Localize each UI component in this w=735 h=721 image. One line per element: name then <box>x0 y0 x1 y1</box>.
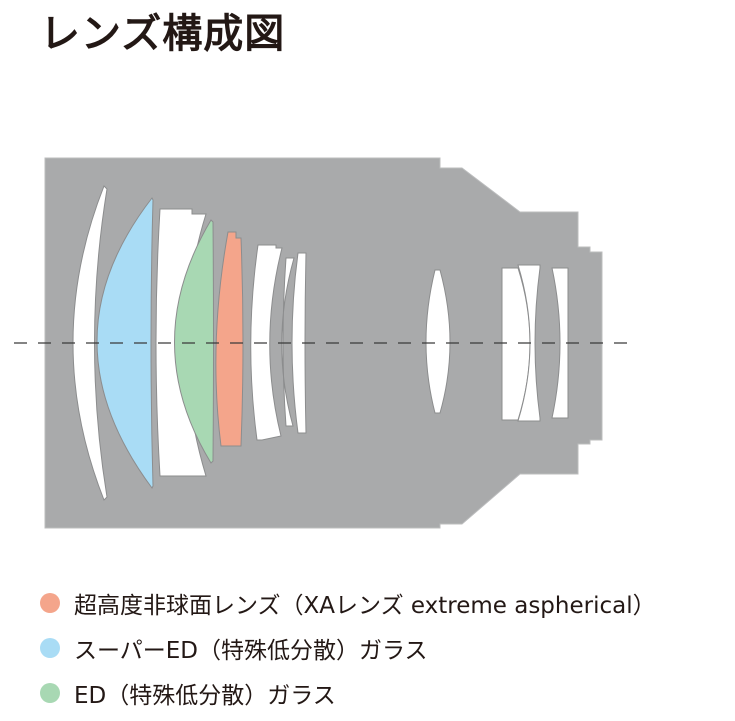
lens-element-8 <box>291 252 307 434</box>
lens-element-12 <box>551 267 569 419</box>
legend-item-super-ed: スーパーED（特殊低分散）ガラス <box>40 625 656 670</box>
legend-swatch-ed <box>40 682 60 703</box>
legend-label-super-ed: スーパーED（特殊低分散）ガラス <box>74 637 428 664</box>
legend-item-ed: ED（特殊低分散）ガラス <box>40 670 656 715</box>
lens-element-9 <box>425 269 451 414</box>
lens-element-4-ed <box>174 219 214 464</box>
legend-swatch-super-ed <box>40 637 60 658</box>
legend-label-xa: 超高度非球面レンズ（XAレンズ extreme aspherical） <box>74 592 656 619</box>
lens-construction-diagram <box>14 157 635 529</box>
lens-element-11 <box>517 264 541 422</box>
legend: 超高度非球面レンズ（XAレンズ extreme aspherical） スーパー… <box>40 580 656 715</box>
page-title: レンズ構成図 <box>40 11 286 57</box>
legend-label-ed: ED（特殊低分散）ガラス <box>74 682 336 709</box>
lens-element-5-xa <box>215 231 244 447</box>
lens-element-2-super-ed <box>96 197 154 489</box>
lens-element-7 <box>281 257 295 427</box>
legend-item-xa-aspherical: 超高度非球面レンズ（XAレンズ extreme aspherical） <box>40 580 656 625</box>
legend-swatch-xa <box>40 592 60 613</box>
